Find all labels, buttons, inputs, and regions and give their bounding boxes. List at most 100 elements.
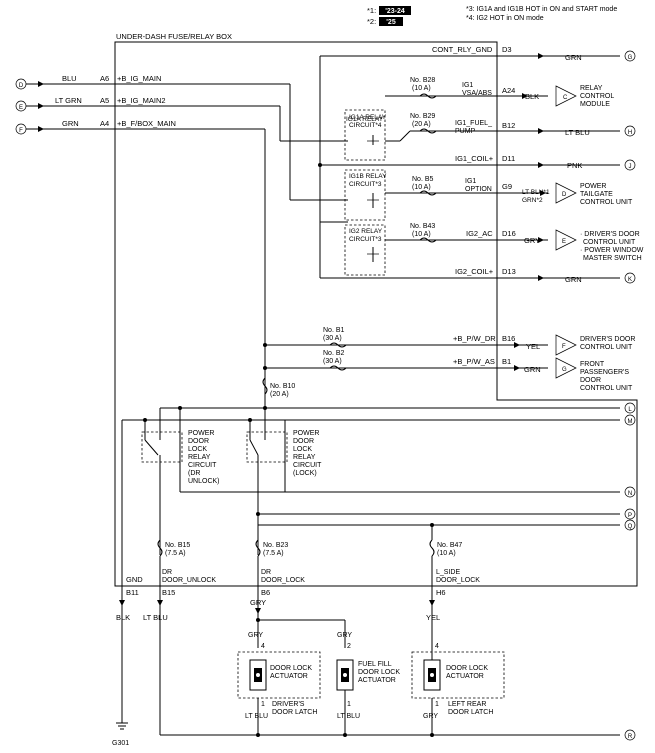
note-1-badge: '23-24 <box>385 8 405 15</box>
svg-text:IG2 RELAY: IG2 RELAY <box>349 228 383 235</box>
svg-text:FRONT: FRONT <box>580 361 605 368</box>
svg-text:DRIVER'S DOOR: DRIVER'S DOOR <box>580 336 635 343</box>
input-f-wire: GRN <box>62 119 79 128</box>
svg-text:DOOR LOCK: DOOR LOCK <box>358 669 400 676</box>
svg-text:L: L <box>628 407 632 413</box>
out-d13-pin: D13 <box>502 267 516 276</box>
out-d3-wire: GRN <box>565 53 582 62</box>
act-rear-wire-bot: GRY <box>423 713 438 720</box>
input-d-wire: BLU <box>62 74 77 83</box>
fuse-relay-box: UNDER-DASH FUSE/RELAY BOX <box>114 32 638 587</box>
svg-text:DOOR_LOCK: DOOR_LOCK <box>436 577 480 584</box>
svg-text:No. B10: No. B10 <box>270 383 295 390</box>
svg-text:CONTROL UNIT: CONTROL UNIT <box>583 239 636 246</box>
svg-text:(20 A): (20 A) <box>412 121 431 128</box>
input-e: E LT GRN A5 +B_IG_MAIN2 <box>15 96 280 112</box>
input-e-signal: +B_IG_MAIN2 <box>117 96 166 105</box>
wire-b11: BLK <box>116 613 130 622</box>
svg-text:POWER: POWER <box>580 183 606 190</box>
actuator-fuel: GRY 2 FUEL FILL DOOR LOCK ACTUATOR 1 LT … <box>336 632 400 735</box>
out-b12-pin: B12 <box>502 121 515 130</box>
upper-fuses <box>385 93 470 243</box>
svg-text:D: D <box>19 83 24 89</box>
out-g9-pin: G9 <box>502 182 512 191</box>
svg-text:(LOCK): (LOCK) <box>293 470 317 477</box>
out-b12-wire: LT BLU <box>565 128 590 137</box>
svg-text:LOCK: LOCK <box>188 446 207 453</box>
out-a24-pin: A24 <box>502 86 515 95</box>
relay-ig2-box <box>344 224 386 276</box>
actuator-driver-box <box>237 651 321 699</box>
svg-text:(30 A): (30 A) <box>323 335 342 342</box>
svg-text:No. B28: No. B28 <box>410 77 435 84</box>
note-2-badge-bg <box>379 17 403 26</box>
svg-text:IG1: IG1 <box>465 178 476 185</box>
svg-text:DR: DR <box>162 569 172 576</box>
out-b16-wire: YEL <box>526 342 540 351</box>
svg-text:IG1_FUEL_: IG1_FUEL_ <box>455 120 492 127</box>
svg-text:UNLOCK): UNLOCK) <box>188 478 220 485</box>
svg-text:(10 A): (10 A) <box>412 231 431 238</box>
relay-ig2 <box>344 224 386 276</box>
connector-p <box>624 508 636 520</box>
svg-text:M: M <box>628 419 633 425</box>
svg-text:ACTUATOR: ACTUATOR <box>270 673 308 680</box>
box-title: UNDER-DASH FUSE/RELAY BOX <box>116 32 232 41</box>
svg-text:FUEL FILL: FUEL FILL <box>358 661 392 668</box>
connector-n <box>624 486 636 498</box>
svg-text:· POWER WINDOW: · POWER WINDOW <box>580 247 644 254</box>
pin-gnd-signal: GND <box>126 575 143 584</box>
input-f-signal: +B_F/BOX_MAIN <box>117 119 176 128</box>
out-a24-signal-2: VSA/ABS <box>462 90 492 97</box>
connector-g-top <box>624 50 636 62</box>
relay-ig1b-box <box>344 169 386 221</box>
svg-text:CIRCUIT*3: CIRCUIT*3 <box>349 236 382 243</box>
svg-text:POWER: POWER <box>188 430 214 437</box>
svg-text:IG1B RELAY: IG1B RELAY <box>349 173 387 180</box>
svg-text:R: R <box>628 734 633 740</box>
svg-text:G: G <box>562 367 567 373</box>
svg-text:(10 A): (10 A) <box>437 550 456 557</box>
note-2-badge: '25 <box>386 19 396 26</box>
lower-fuses: No. B15 (7.5 A) No. B23 (7.5 A) No. B47 … <box>157 539 462 660</box>
svg-text:LEFT REAR: LEFT REAR <box>448 701 486 708</box>
svg-text:CONTROL: CONTROL <box>580 93 614 100</box>
svg-text:N: N <box>628 491 632 497</box>
svg-text:CIRCUIT*3: CIRCUIT*3 <box>349 181 382 188</box>
svg-text:(7.5 A): (7.5 A) <box>165 550 186 557</box>
connector-l <box>624 402 636 414</box>
out-b16-signal: +B_P/W_DR <box>453 334 496 343</box>
notes: *1: '23-24 *2: '25 *3: IG1A and IG1B HOT… <box>367 6 617 26</box>
out-b1-wire: GRN <box>524 365 541 374</box>
svg-text:DRIVER'S: DRIVER'S <box>272 701 305 708</box>
svg-text:RELAY: RELAY <box>188 454 211 461</box>
actuator-rear-box <box>411 651 505 699</box>
input-f: F GRN A4 +B_F/BOX_MAIN <box>15 119 265 135</box>
upper-fuse-labels: No. B28 (10 A) No. B29 (20 A) No. B5 (10… <box>349 77 435 243</box>
out-d16-wire: GRY <box>524 236 540 245</box>
svg-text:DOOR LOCK: DOOR LOCK <box>446 665 488 672</box>
svg-text:DR: DR <box>261 569 271 576</box>
svg-text:GRY: GRY <box>337 632 352 639</box>
connector-j <box>624 159 636 171</box>
out-d11-wire: PNK <box>567 161 582 170</box>
relay-ig1a-label: IG1A RELAY <box>346 116 384 123</box>
svg-text:E: E <box>562 239 566 245</box>
module-front-passenger <box>555 357 577 379</box>
svg-text:ACTUATOR: ACTUATOR <box>446 673 484 680</box>
relay-ig1a: IG1A RELAY <box>344 109 400 161</box>
connector-h <box>624 125 636 137</box>
out-d3-signal: CONT_RLY_GND <box>432 45 493 54</box>
act-fuel-pin-bot: 1 <box>347 701 351 708</box>
upper-outputs: CONT_RLY_GND D3 GRN G IG1 VSA/ABS A24 BL… <box>355 45 644 284</box>
svg-text:No. B2: No. B2 <box>323 350 345 357</box>
svg-text:(10 A): (10 A) <box>412 184 431 191</box>
out-b1-signal: +B_P/W_AS <box>453 357 495 366</box>
ground-label: G301 <box>112 740 129 747</box>
svg-text:DOOR_UNLOCK: DOOR_UNLOCK <box>162 577 216 584</box>
svg-text:(10 A): (10 A) <box>412 85 431 92</box>
box-outline <box>114 41 638 587</box>
svg-text:MODULE: MODULE <box>580 101 610 108</box>
input-d: D BLU A6 +B_IG_MAIN <box>15 74 290 90</box>
svg-text:GRY: GRY <box>248 632 263 639</box>
